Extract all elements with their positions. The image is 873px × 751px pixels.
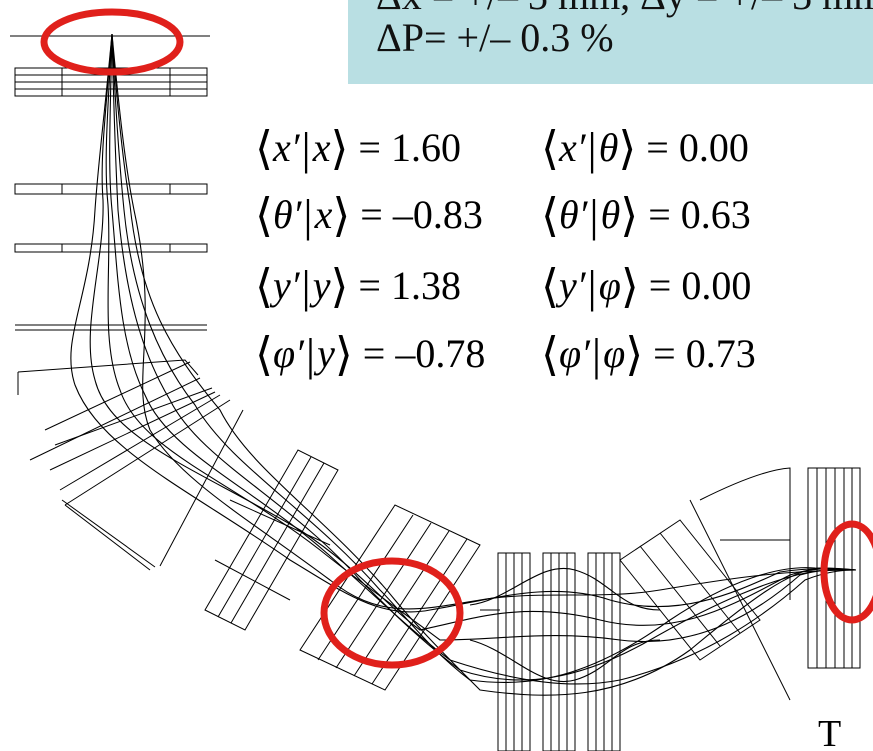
dipole-1: [17, 359, 244, 571]
matrix-element: ⟨φ′|φ⟩ = 0.73: [541, 329, 756, 380]
final-focus-ring: [820, 520, 873, 624]
matrix-element: ⟨φ′|y⟩ = –0.78: [255, 329, 486, 380]
matrix-element: ⟨x′|x⟩ = 1.60: [255, 123, 461, 174]
matrix-element: ⟨y′|φ⟩ = 0.00: [541, 261, 752, 312]
focus-markers: [40, 8, 873, 669]
quad-block-1: [204, 449, 339, 631]
matrix-element: ⟨θ′|x⟩ = –0.83: [255, 190, 483, 241]
dipole-2: [689, 467, 791, 701]
acceptance-banner: Δx = +/– 3 mm, Δy = +/– 3 mm ΔP= +/– 0.3…: [348, 0, 873, 84]
momentum-acceptance-line: ΔP= +/– 0.3 %: [376, 15, 614, 60]
matrix-element: ⟨θ′|θ⟩ = 0.63: [541, 190, 751, 241]
matrix-element: ⟨x′|θ⟩ = 0.00: [541, 123, 749, 174]
corner-letter: T: [818, 713, 842, 751]
intermediate-focus-ring: [320, 557, 464, 669]
acceptance-line-1: Δx = +/– 3 mm, Δy = +/– 3 mm: [376, 0, 873, 19]
source-focus-ring: [40, 8, 184, 76]
central-quad-blocks: [480, 552, 621, 751]
matrix-element: ⟨y′|y⟩ = 1.38: [255, 261, 461, 312]
